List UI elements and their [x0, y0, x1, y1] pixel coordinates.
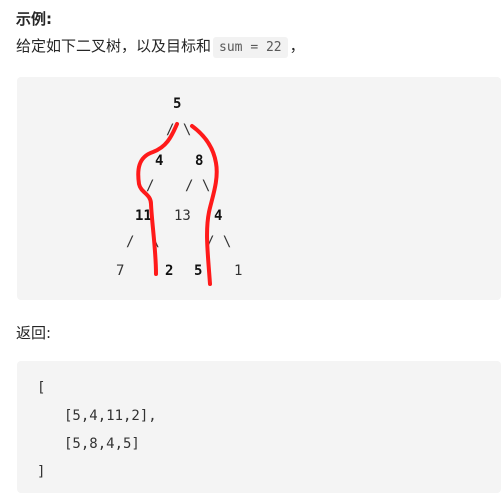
intro-prefix: 给定如下二叉树，以及目标和 [16, 37, 212, 55]
tree-code-block: 5 / \ 4 8 / / \ 11 13 4 / \ / \ 7 2 5 1 [17, 77, 501, 300]
intro-suffix: ， [289, 37, 305, 55]
tree-edges-level3-right: / \ [206, 234, 232, 250]
tree-edges-level1: / \ [166, 122, 192, 138]
tree-node-7: 7 [116, 263, 125, 279]
tree-edges-level2-left: / [146, 178, 155, 194]
tree-node-13: 13 [174, 208, 191, 224]
result-path-1: [5,4,11,2], [64, 408, 157, 424]
tree-node-2: 2 [165, 263, 174, 279]
tree-node-1: 1 [234, 263, 243, 279]
tree-node-left: 4 [155, 153, 164, 169]
result-close-bracket: ] [37, 464, 46, 480]
result-open-bracket: [ [37, 380, 46, 396]
tree-node-root: 5 [173, 96, 182, 112]
example-heading: 示例: [16, 10, 52, 28]
tree-edges-level3-left: / \ [126, 234, 160, 250]
tree-node-11: 11 [135, 208, 152, 224]
result-code-block: [ [5,4,11,2], [5,8,4,5] ] [17, 361, 501, 493]
tree-node-5-leaf: 5 [194, 263, 203, 279]
returns-label: 返回: [16, 324, 52, 342]
tree-edges-level2-right: / \ [185, 178, 211, 194]
tree-node-right: 8 [195, 153, 204, 169]
tree-node-4-right: 4 [214, 208, 223, 224]
sum-code: sum = 22 [213, 37, 288, 58]
result-path-2: [5,8,4,5] [64, 436, 140, 452]
